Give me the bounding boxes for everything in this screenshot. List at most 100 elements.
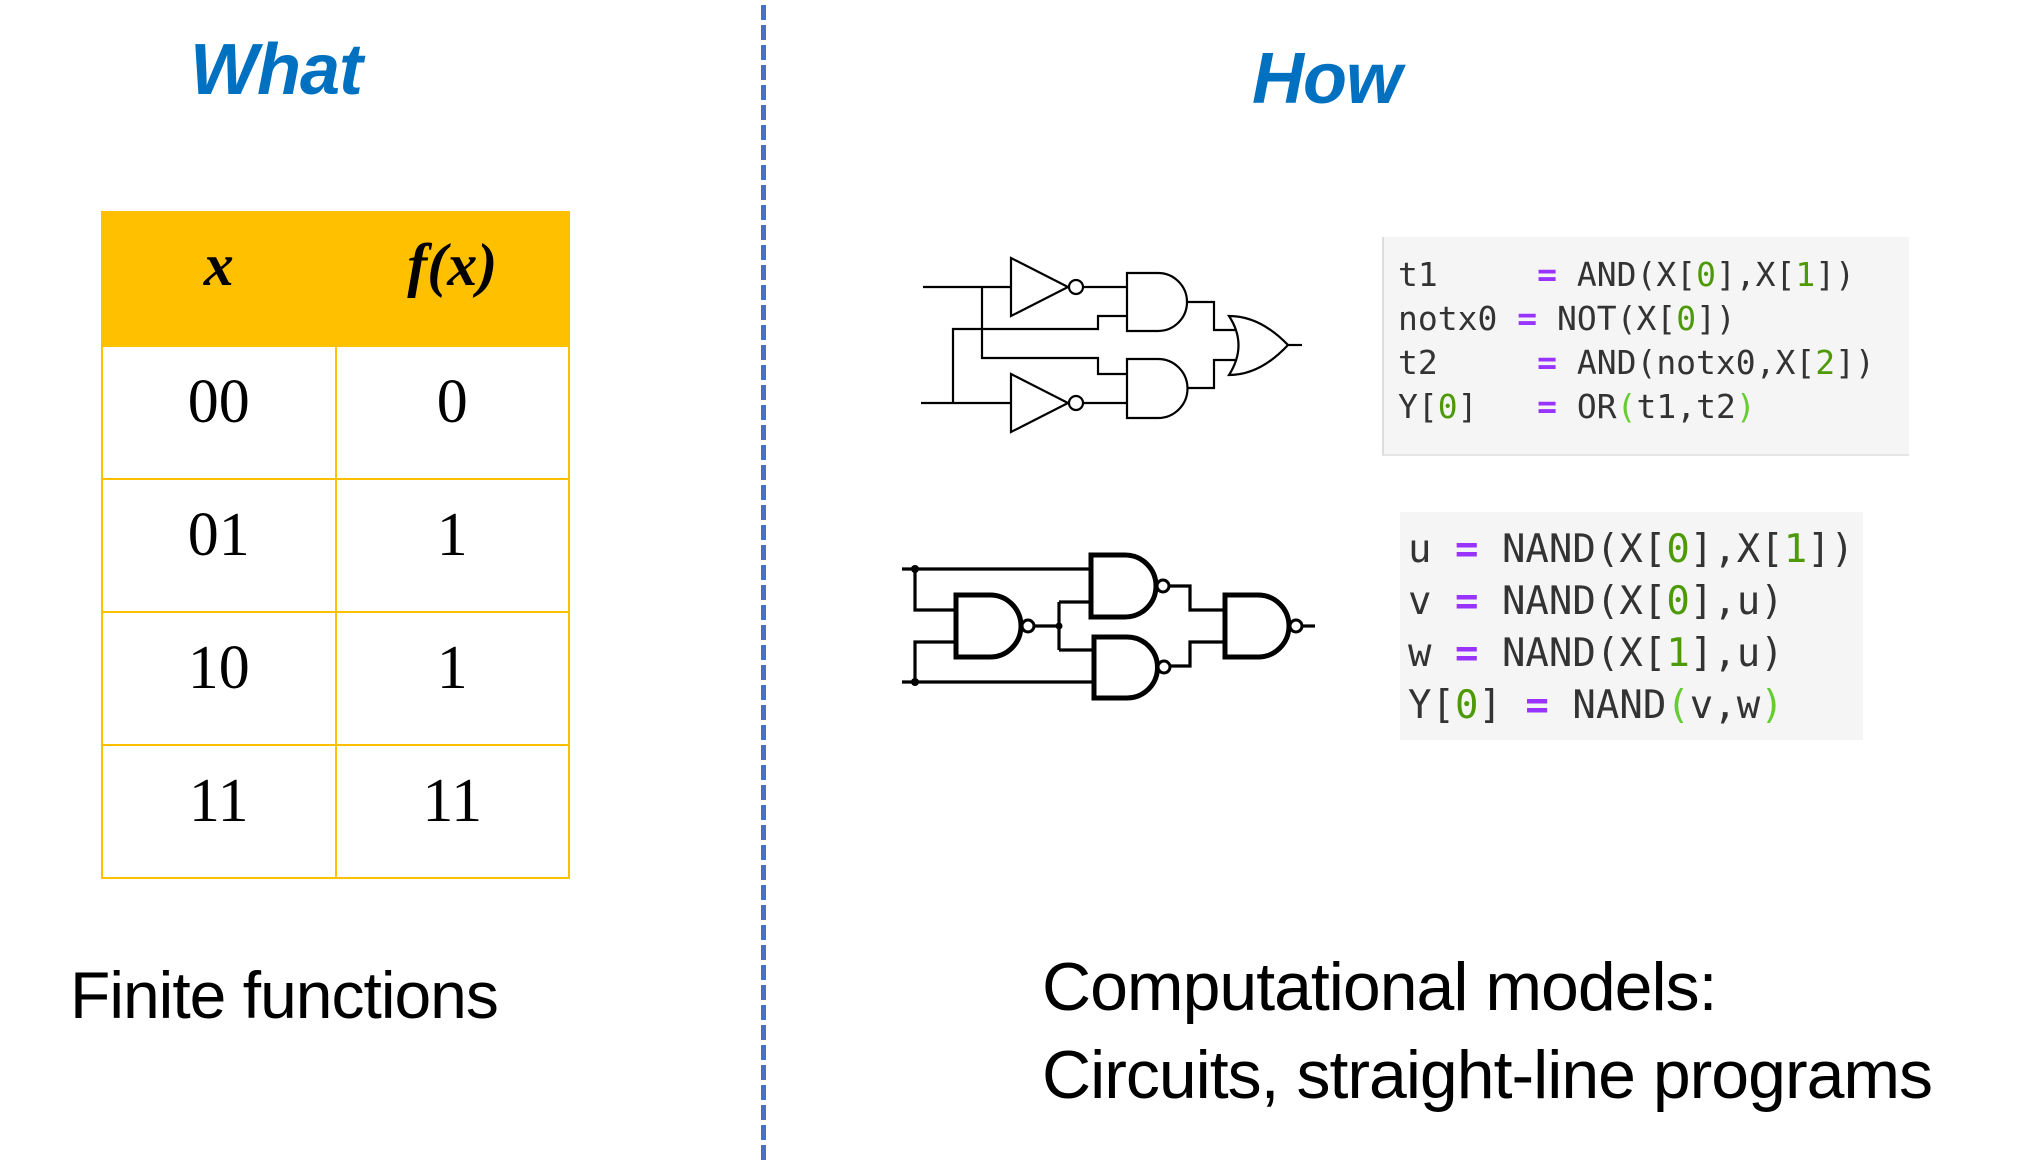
code-lhs: ] [1457,387,1478,426]
what-heading: What [190,30,363,110]
code-rhs: v,w [1689,683,1761,728]
code-rhs: ]) [1696,299,1736,338]
junction-dot [911,565,919,573]
code-rhs: ]) [1815,255,1856,294]
code-lhs: ] [1478,683,1502,728]
code-rhs: ( [1666,683,1690,728]
cell-x: 00 [101,345,337,480]
code-rhs: ]) [1807,527,1855,572]
aon-program-code: t1 = AND(X[0],X[1])notx0 = NOT(X[0])t2 =… [1382,237,1909,456]
code-space [1478,579,1501,624]
code-rhs: ],X[ [1689,527,1784,572]
code-line: w = NAND(X[1],u) [1408,628,1863,680]
code-rhs: NAND(X[ [1501,527,1667,572]
code-rhs: NAND(X[ [1501,579,1667,624]
code-rhs: NAND [1572,683,1667,728]
code-operator: = [1537,255,1557,294]
wire-branch-bottom [951,314,1127,403]
code-line: u = NAND(X[0],X[1]) [1408,524,1863,576]
code-line: Y[0] = NAND(v,w) [1408,680,1863,732]
truth-table: x f(x) 00 0 01 1 10 1 11 11 [101,211,570,879]
code-space [1557,343,1577,382]
nand-gate-icon [1091,634,1160,701]
code-rhs: 1 [1783,527,1808,572]
or-gate-icon [1226,314,1290,377]
table-row: 10 1 [101,611,570,746]
nand-program-code: u = NAND(X[0],X[1])v = NAND(X[0],u)w = N… [1400,512,1863,740]
truth-table-header: x f(x) [101,211,570,347]
wire-branch-top [980,287,1127,376]
code-space [1431,527,1454,572]
nand-bubble-icon [1156,659,1172,675]
code-space [1557,255,1577,294]
nand-bubble-icon [1155,578,1171,594]
cell-fx: 11 [334,744,570,879]
code-space [1549,683,1572,728]
code-line: v = NAND(X[0],u) [1408,576,1863,628]
and-gate-icon [1125,271,1189,333]
code-lhs: w [1408,631,1432,676]
nand-gate-icon [1088,552,1159,620]
code-rhs: ],u) [1689,631,1784,676]
table-row: 11 11 [101,744,570,879]
code-space [1431,631,1454,676]
header-fx: f(x) [334,211,570,347]
caption-line-2: Circuits, straight-line programs [1042,1037,1933,1113]
code-space [1478,387,1538,426]
how-heading: How [1252,39,1402,119]
header-x: x [101,211,337,347]
code-rhs: NAND(X[ [1501,631,1667,676]
code-operator: = [1537,343,1557,382]
code-rhs: AND(notx0,X[ [1576,343,1816,382]
code-rhs: 0 [1666,579,1690,624]
code-rhs: AND(X[ [1576,255,1697,294]
and-gate-icon [1125,357,1189,420]
code-rhs: 1 [1795,255,1816,294]
section-divider [761,5,766,1165]
junction-dot [1055,622,1063,630]
code-operator: = [1454,579,1479,624]
code-rhs: ) [1760,683,1784,728]
code-space [1478,527,1501,572]
table-row: 00 0 [101,345,570,480]
nand-gate-icon [953,592,1024,660]
code-lhs: t1 [1398,255,1438,294]
cell-x: 10 [101,611,337,746]
code-space [1438,255,1537,294]
not-gate-icon [1009,372,1071,434]
not-gate-icon [1009,256,1071,318]
table-row: 01 1 [101,478,570,613]
code-rhs: ) [1735,387,1756,426]
code-rhs: NOT(X[ [1556,299,1677,338]
code-rhs: 0 [1696,255,1716,294]
code-rhs: 0 [1676,299,1697,338]
code-space [1431,579,1454,624]
code-space [1537,299,1557,338]
code-operator: = [1537,387,1557,426]
code-line: Y[0] = OR(t1,t2) [1398,385,1909,429]
nand-bubble-icon [1020,618,1036,634]
code-line: t1 = AND(X[0],X[1]) [1398,253,1909,297]
code-operator: = [1454,527,1479,572]
code-operator: = [1525,683,1549,728]
code-space [1478,631,1501,676]
code-operator: = [1454,631,1479,676]
code-rhs: 1 [1666,631,1690,676]
code-rhs: OR [1576,387,1617,426]
code-rhs: 2 [1815,343,1836,382]
code-lhs: u [1408,527,1432,572]
cell-fx: 1 [334,611,570,746]
junction-dot [911,678,919,686]
code-lhs: 0 [1454,683,1479,728]
code-rhs: 0 [1666,527,1690,572]
code-operator: = [1517,299,1538,338]
code-lhs: Y[ [1398,387,1438,426]
code-rhs: ( [1616,387,1637,426]
nand-gate-icon [1222,592,1292,660]
code-space [1502,683,1525,728]
cell-x: 01 [101,478,337,613]
nand-bubble-icon [1288,618,1304,634]
code-rhs: ],u) [1689,579,1784,624]
